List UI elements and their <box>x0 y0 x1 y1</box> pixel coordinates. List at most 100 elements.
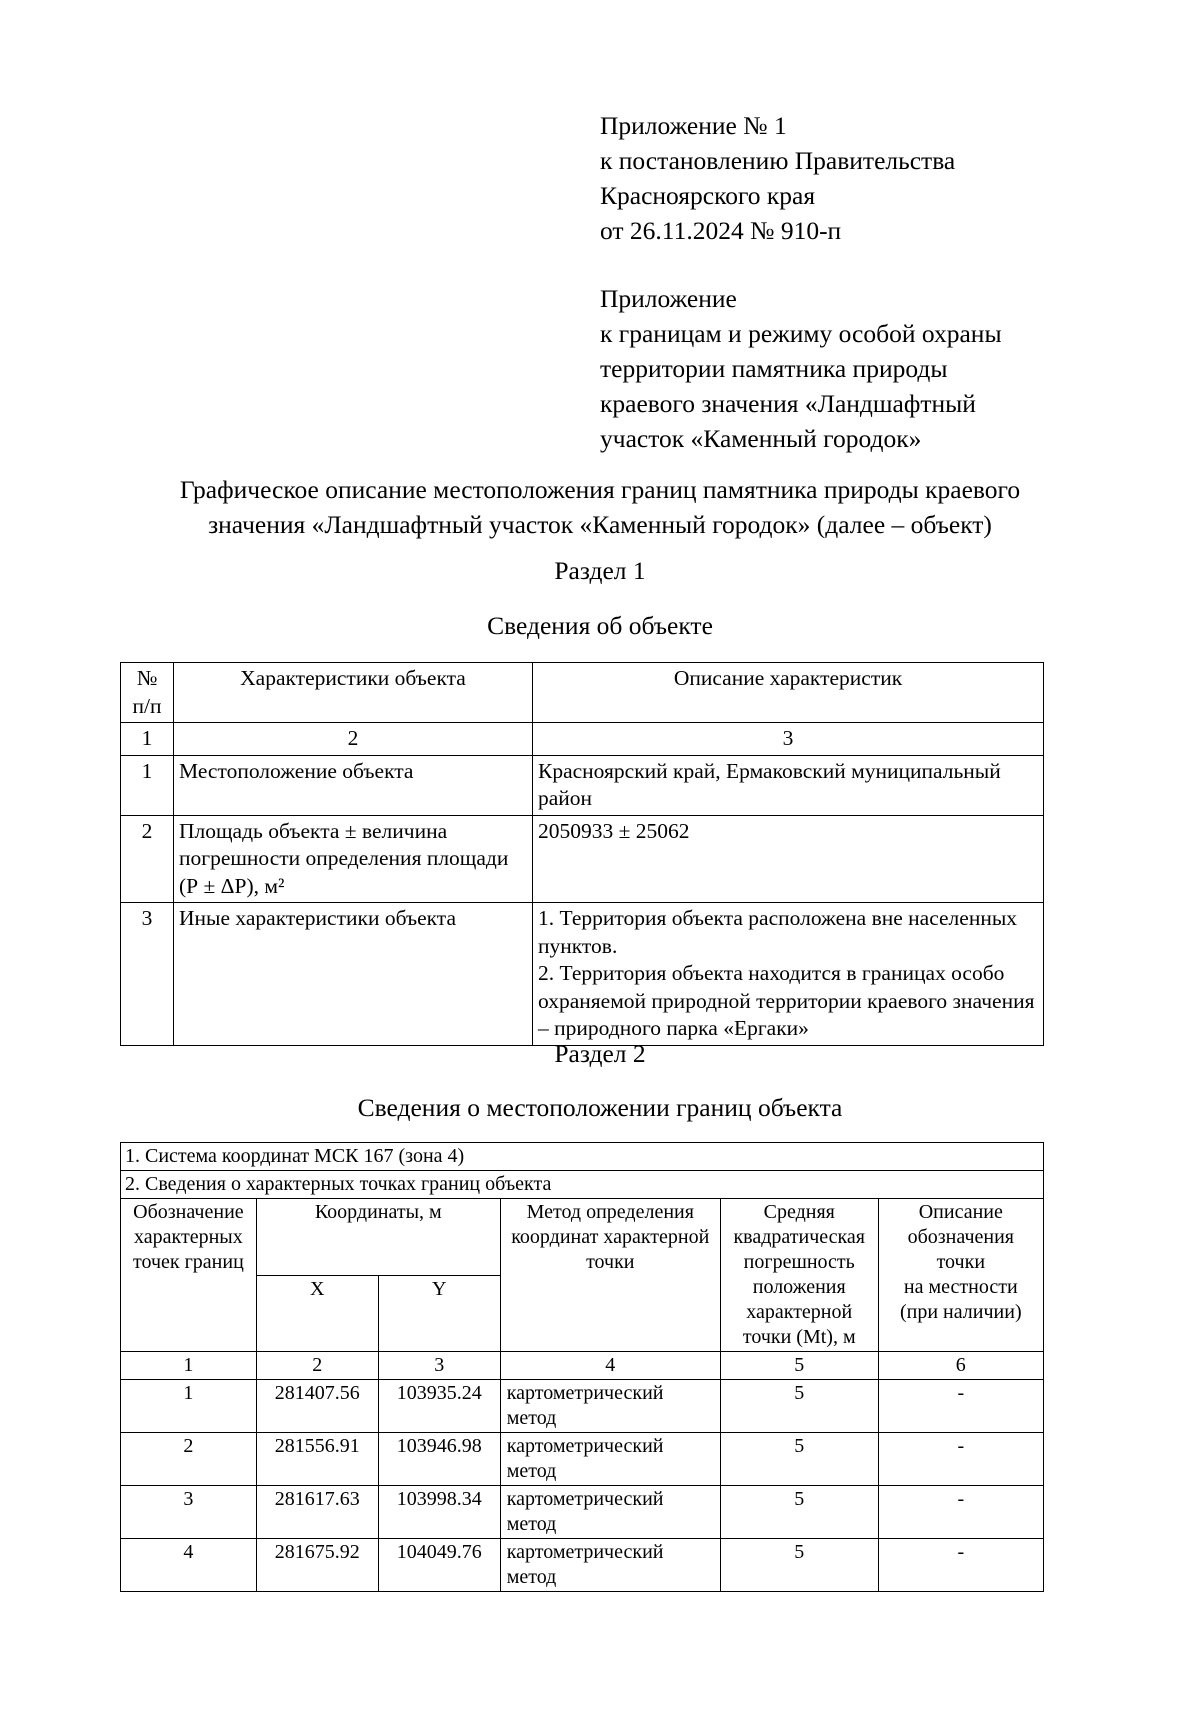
header-cell-characteristic: Характеристики объекта <box>173 662 533 723</box>
section-2-subtitle: Сведения о местоположении границ объекта <box>357 1093 843 1122</box>
point-mt: 5 <box>719 1432 879 1486</box>
point-method: картометрический метод <box>499 1432 721 1486</box>
table-column-number-row: 1 2 3 4 5 6 <box>120 1351 1045 1380</box>
header-desc-line-4: на местности <box>903 1276 1018 1298</box>
section-2-label: Раздел 2 <box>554 1039 646 1068</box>
column-number-6: 6 <box>877 1351 1045 1380</box>
appendix-subheader-line-2: к границам и режиму особой охраны <box>600 319 1002 348</box>
table-row: 1 Местоположение объекта Красноярский кр… <box>120 754 1044 816</box>
row-number: 3 <box>120 902 174 1046</box>
row-number: 2 <box>120 814 174 903</box>
row-characteristic-line-2: погрешности определения площади <box>179 846 509 870</box>
appendix-subheader-line-1: Приложение <box>600 284 737 313</box>
header-method-line-3: точки <box>586 1251 635 1273</box>
point-description: - <box>877 1432 1045 1486</box>
appendix-subheader-line-5: участок «Каменный городок» <box>600 424 922 453</box>
column-number-2: 2 <box>255 1351 379 1380</box>
point-x: 281556.91 <box>255 1432 379 1486</box>
header-error-line-6: точки (Mt), м <box>742 1326 856 1348</box>
point-mt: 5 <box>719 1485 879 1539</box>
point-mt: 5 <box>719 1379 879 1433</box>
table-row: 1 281407.56 103935.24 картометрический м… <box>120 1379 1045 1433</box>
point-y: 103998.34 <box>377 1485 501 1539</box>
column-number-3: 3 <box>532 722 1044 756</box>
appendix-subheader-line-3: территории памятника природы <box>600 354 948 383</box>
row-description: 1. Территория объекта расположена вне на… <box>532 902 1044 1046</box>
table-header-row: Обозначение характерных точек границ Коо… <box>120 1198 1045 1352</box>
header-cell-x: X <box>255 1274 379 1352</box>
row-description-item-2: 2. Территория объекта находится в границ… <box>538 961 1035 1040</box>
header-number-line-2: п/п <box>132 693 162 718</box>
header-spacer <box>600 248 1080 281</box>
point-method: картометрический метод <box>499 1538 721 1592</box>
appendix-header-block: Приложение № 1 к постановлению Правитель… <box>600 108 1080 456</box>
point-x: 281675.92 <box>255 1538 379 1592</box>
table-row: 4 281675.92 104049.76 картометрический м… <box>120 1538 1045 1592</box>
header-error-line-1: Средняя <box>763 1201 835 1223</box>
row-characteristic: Иные характеристики объекта <box>173 902 533 1046</box>
boundary-points-table: 1. Система координат МСК 167 (зона 4) 2.… <box>120 1142 1045 1592</box>
point-description: - <box>877 1485 1045 1539</box>
header-method-line-1: Метод определения <box>526 1201 694 1223</box>
point-description: - <box>877 1538 1045 1592</box>
header-cell-coordinates: Координаты, м <box>255 1198 501 1276</box>
point-method: картометрический метод <box>499 1379 721 1433</box>
header-error-line-3: погрешность <box>743 1251 855 1273</box>
page-title-line-2: значения «Ландшафтный участок «Каменный … <box>208 510 992 539</box>
header-error-line-5: характерной <box>746 1301 853 1323</box>
header-cell-description: Описание характеристик <box>532 662 1044 723</box>
table-row: 2 281556.91 103946.98 картометрический м… <box>120 1432 1045 1486</box>
column-number-3: 3 <box>377 1351 501 1380</box>
row-characteristic-line-3: (Р ± ΔР), м² <box>179 873 285 898</box>
column-number-4: 4 <box>499 1351 721 1380</box>
object-info-table: № п/п Характеристики объекта Описание ха… <box>120 662 1044 1046</box>
point-y: 103946.98 <box>377 1432 501 1486</box>
table-row: 3 281617.63 103998.34 картометрический м… <box>120 1485 1045 1539</box>
point-method: картометрический метод <box>499 1485 721 1539</box>
row-description: 2050933 ± 25062 <box>532 814 1044 903</box>
row-number: 1 <box>120 754 174 816</box>
row-characteristic: Площадь объекта ± величина погрешности о… <box>173 814 533 903</box>
appendix-header-line-1: Приложение № 1 <box>600 111 787 140</box>
table-column-number-row: 1 2 3 <box>120 722 1044 756</box>
coordinate-system-row: 1. Система координат МСК 167 (зона 4) <box>120 1142 1044 1171</box>
points-info-row: 2. Сведения о характерных точках границ … <box>120 1170 1044 1199</box>
page-title-line-1: Графическое описание местоположения гран… <box>179 475 1021 504</box>
header-method-line-2: координат характерной <box>511 1226 710 1248</box>
header-cell-y: Y <box>377 1274 501 1352</box>
header-error-line-4: положения <box>752 1276 846 1298</box>
point-mt: 5 <box>719 1538 879 1592</box>
table-row: 2 Площадь объекта ± величина погрешности… <box>120 814 1044 903</box>
point-description: - <box>877 1379 1045 1433</box>
point-number: 2 <box>120 1432 257 1486</box>
section-1-subtitle: Сведения об объекте <box>487 611 713 640</box>
appendix-header-line-4: от 26.11.2024 № 910-п <box>600 216 842 245</box>
header-error-line-2: квадратическая <box>733 1226 866 1248</box>
header-desc-line-2: обозначения <box>907 1226 1014 1248</box>
header-cell-error: Средняя квадратическая погрешность полож… <box>719 1198 879 1352</box>
header-designation-line-3: точек границ <box>132 1251 244 1273</box>
header-cell-point-description: Описание обозначения точки на местности … <box>877 1198 1045 1352</box>
appendix-subheader-line-4: краевого значения «Ландшафтный <box>600 389 976 418</box>
point-number: 4 <box>120 1538 257 1592</box>
point-number: 3 <box>120 1485 257 1539</box>
point-y: 103935.24 <box>377 1379 501 1433</box>
row-description: Красноярский край, Ермаковский муниципал… <box>532 754 1044 816</box>
row-characteristic: Местоположение объекта <box>173 754 533 816</box>
header-number-line-1: № <box>136 666 158 690</box>
row-description-item-1: 1. Территория объекта расположена вне на… <box>538 906 1018 958</box>
header-designation-line-1: Обозначение <box>133 1201 244 1223</box>
appendix-header-line-3: Красноярского края <box>600 181 816 210</box>
column-number-2: 2 <box>173 722 533 756</box>
header-cell-method: Метод определения координат характерной … <box>499 1198 721 1352</box>
point-y: 104049.76 <box>377 1538 501 1592</box>
header-cell-number: № п/п <box>120 662 174 723</box>
header-cell-designation: Обозначение характерных точек границ <box>120 1198 257 1352</box>
section-1-label: Раздел 1 <box>554 556 646 585</box>
appendix-header-line-2: к постановлению Правительства <box>600 146 956 175</box>
point-x: 281617.63 <box>255 1485 379 1539</box>
column-number-1: 1 <box>120 1351 257 1380</box>
table-header-row: № п/п Характеристики объекта Описание ха… <box>120 662 1044 723</box>
column-number-5: 5 <box>719 1351 879 1380</box>
